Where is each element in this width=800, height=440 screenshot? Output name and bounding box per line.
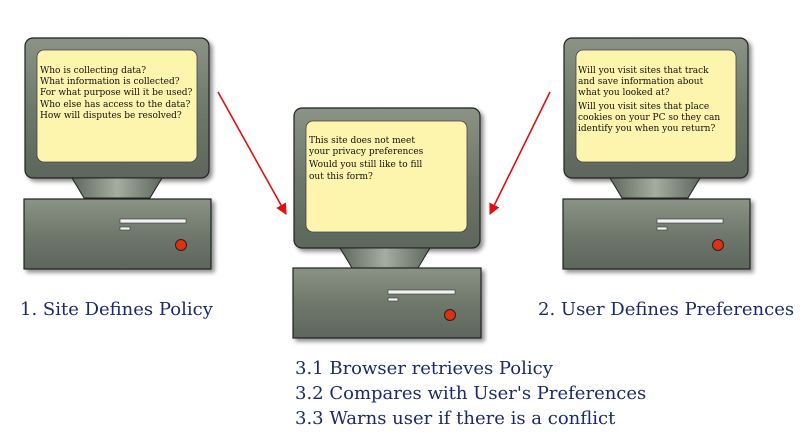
arrow-site-to-browser (217, 91, 287, 215)
drive-slot-small (387, 297, 399, 302)
arrow-user-to-browser (489, 91, 551, 216)
drive-slot-small (656, 226, 668, 231)
screen-line: cookies on your PC so they can (578, 112, 721, 123)
screen-line: This site does not meet (309, 136, 415, 146)
screen-line: How will disputes be resolved? (40, 110, 182, 121)
screen-line: For what purpose will it be used? (40, 88, 193, 99)
monitor-neck (339, 247, 431, 269)
browser-computer (292, 107, 482, 339)
drive-slot (119, 218, 187, 224)
screen-line: Who is collecting data? (40, 66, 147, 76)
screen-line: what you looked at? (578, 88, 670, 99)
site-caption: 1. Site Defines Policy (20, 299, 213, 320)
step-item: 3.2 Compares with User's Preferences (295, 383, 647, 404)
site-computer (23, 37, 212, 270)
drive-slot (387, 289, 456, 295)
screen-line: and save information about (578, 77, 704, 88)
site-screen-text: Who is collecting data? What information… (40, 66, 192, 122)
screen (575, 49, 737, 163)
browser-screen-text: This site does not meet your privacy pre… (309, 136, 423, 183)
screen-line: out this form? (309, 171, 373, 182)
power-led (712, 239, 724, 251)
monitor-neck (609, 177, 701, 199)
user-screen-text: Will you visit sites that track and save… (578, 66, 720, 135)
screen-line: Who else has access to the data? (40, 99, 191, 110)
drive-slot (656, 218, 724, 224)
step-item: 3.3 Warns user if there is a conflict (295, 408, 616, 429)
power-led (175, 239, 187, 251)
system-unit (562, 198, 751, 270)
power-led (444, 309, 456, 321)
steps-list: 3.1 Browser retrieves Policy 3.2 Compare… (295, 356, 646, 431)
screen-line: your privacy preferences (309, 147, 424, 158)
screen-line: What information is collected? (40, 77, 180, 88)
screen (305, 120, 468, 233)
drive-slot-small (119, 226, 131, 231)
screen-line: identify you when you return? (578, 124, 716, 135)
screen (36, 49, 198, 163)
system-unit (292, 267, 482, 339)
user-computer (562, 37, 751, 270)
user-caption: 2. User Defines Preferences (538, 299, 795, 320)
monitor-neck (71, 177, 163, 199)
step-item: 3.1 Browser retrieves Policy (295, 358, 553, 379)
screen-line: Will you visit sites that place (578, 101, 710, 112)
system-unit (23, 198, 212, 270)
screen-line: Would you still like to fill (309, 160, 423, 171)
screen-line: Will you visit sites that track (578, 66, 709, 76)
